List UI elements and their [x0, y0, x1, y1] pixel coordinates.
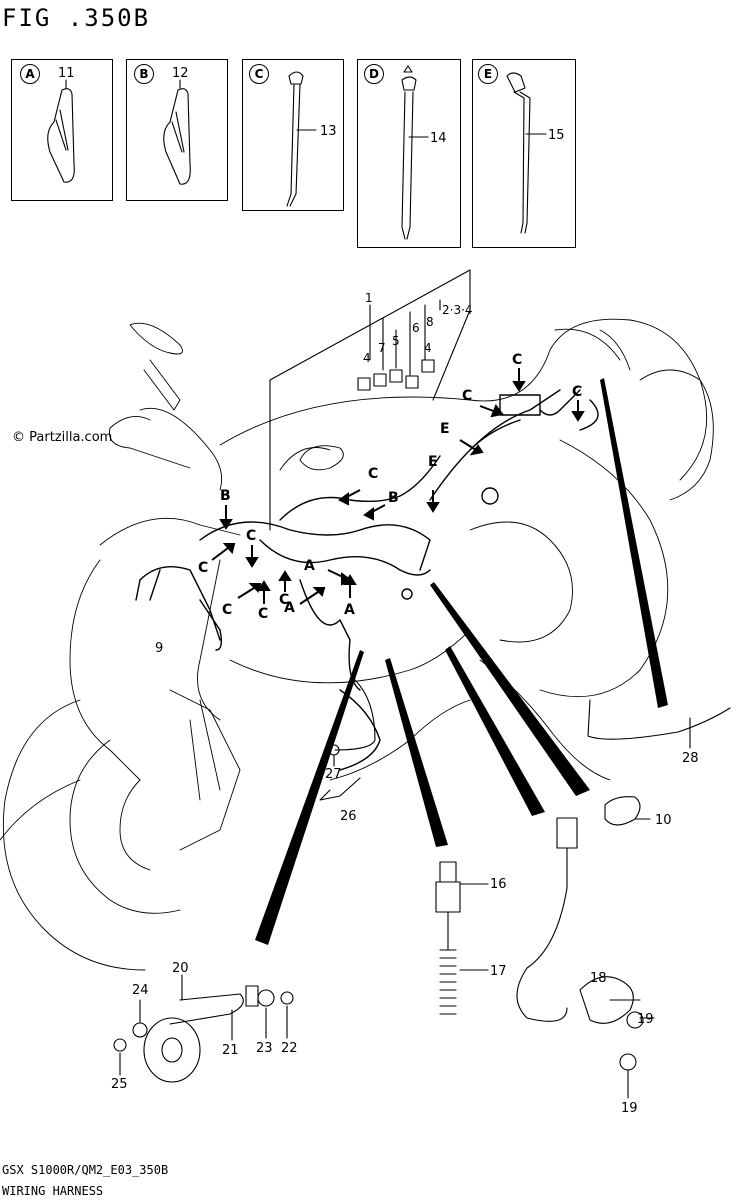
- part-label-27: 27: [325, 767, 342, 782]
- arrow-letter-a2: A: [284, 600, 295, 616]
- part-labels: 9 10 16 17 18 19 19 20 21 22 23 24 25 26…: [111, 641, 699, 1116]
- part-label-20: 20: [172, 961, 189, 976]
- part-label-22: 22: [281, 1041, 298, 1056]
- arrow-letter-c2: C: [572, 384, 582, 400]
- cable-28: [587, 699, 731, 749]
- watermark: © Partzilla.com: [12, 430, 113, 445]
- arrow-letter-c5: C: [246, 528, 256, 544]
- relay-label-6: 6: [412, 321, 420, 335]
- part-label-21: 21: [222, 1043, 239, 1058]
- part-label-26: 26: [340, 809, 357, 824]
- part-label-25: 25: [111, 1077, 128, 1092]
- part-label-16: 16: [490, 877, 507, 892]
- legend-letter-d: D: [364, 64, 384, 84]
- legend-letter-e: E: [478, 64, 498, 84]
- legend-letter-c: C: [249, 64, 269, 84]
- part-label-17: 17: [490, 964, 507, 979]
- relay-label-2-3-4: 2·3·4: [442, 303, 473, 317]
- part-label-23: 23: [256, 1041, 273, 1056]
- arrow-letter-c4: C: [368, 466, 378, 482]
- arrow-letter-e2: E: [428, 454, 438, 470]
- legend-letter-a: A: [20, 64, 40, 84]
- arrow-letter-b2: B: [388, 490, 399, 506]
- legend-part-b: 12: [172, 66, 189, 81]
- arrow-letter-c8: C: [258, 606, 268, 622]
- switch-16-spring-17: [435, 861, 489, 1015]
- part-label-19b: 19: [621, 1101, 638, 1116]
- cable-tie-15-icon: [506, 72, 547, 234]
- relay-label-1: 1: [365, 291, 373, 305]
- part-label-10: 10: [655, 813, 672, 828]
- relay-label-4a: 4: [363, 351, 371, 365]
- relay-labels: 1 2·3·4 4 7 5 6 8 4: [363, 291, 473, 365]
- arrow-letter-c7: C: [222, 602, 232, 618]
- arrow-letter-c1: C: [512, 352, 522, 368]
- harness-arrows: [211, 368, 585, 605]
- cable-tie-14-icon: [401, 65, 429, 240]
- legend-part-c: 13: [320, 124, 337, 139]
- clamp-11-icon: [47, 79, 75, 183]
- relay-label-4b: 4: [424, 341, 432, 355]
- sensor-18-19: [516, 817, 655, 1099]
- footer-caption: WIRING HARNESS: [2, 1184, 104, 1198]
- figure-title: FIG .350B: [2, 4, 151, 32]
- arrow-letter-c9: C: [279, 592, 289, 608]
- arrow-letter-a3: A: [344, 602, 355, 618]
- wiring-harness-bundle: [135, 389, 599, 771]
- footer-code: GSX S1000R/QM2_E03_350B: [2, 1163, 169, 1177]
- arrow-letter-e1: E: [440, 421, 450, 437]
- relay-label-7: 7: [378, 341, 386, 355]
- horn-assembly: [113, 974, 294, 1083]
- relay-label-8: 8: [426, 315, 434, 329]
- arrow-letters: C C E E C C B B C C C C C A A A: [198, 352, 582, 622]
- part-label-28: 28: [682, 751, 699, 766]
- arrow-letter-c6: C: [198, 560, 208, 576]
- legend-part-a: 11: [58, 66, 75, 81]
- part-10-clip: [604, 796, 651, 826]
- motorcycle-outline: [0, 318, 714, 971]
- arrow-letter-b1: B: [220, 488, 231, 504]
- relay-label-5: 5: [392, 334, 400, 348]
- part-label-19a: 19: [637, 1012, 654, 1027]
- legend-letter-b: B: [134, 64, 154, 84]
- part-label-9: 9: [155, 641, 163, 656]
- sensor-26-27: [319, 679, 376, 801]
- legend-part-d: 14: [430, 131, 447, 146]
- clamp-12-icon: [163, 79, 191, 185]
- cable-tie-13-icon: [286, 71, 317, 207]
- callout-wedges: [255, 378, 668, 945]
- arrow-letter-c3: C: [462, 388, 472, 404]
- arrow-letter-a1: A: [304, 558, 315, 574]
- part-label-18: 18: [590, 971, 607, 986]
- part-label-24: 24: [132, 983, 149, 998]
- relay-callout: [269, 269, 471, 531]
- legend-box-d: [357, 59, 461, 248]
- legend-part-e: 15: [548, 128, 565, 143]
